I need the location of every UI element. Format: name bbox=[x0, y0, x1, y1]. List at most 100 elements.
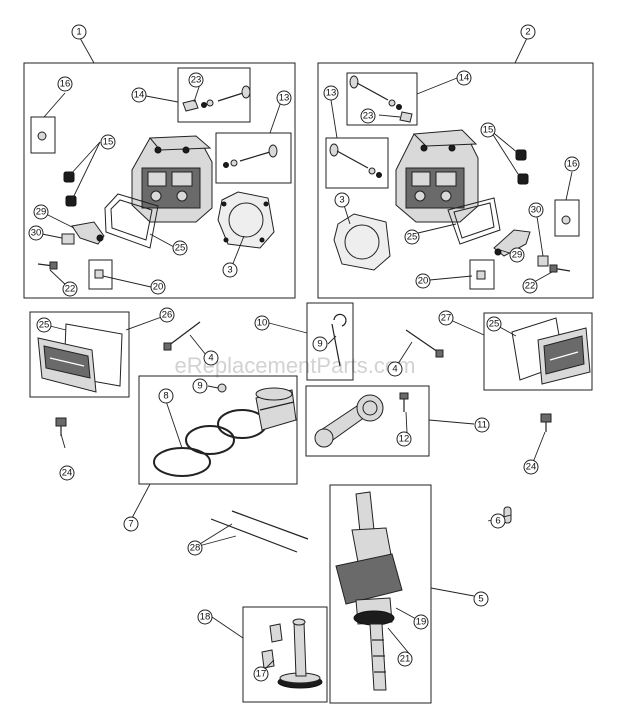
cylinder-head-left bbox=[131, 135, 213, 223]
callout-15b: 15 bbox=[480, 122, 496, 138]
callout-19: 19 bbox=[413, 614, 429, 630]
svg-text:22: 22 bbox=[65, 284, 76, 295]
svg-text:28: 28 bbox=[190, 543, 201, 554]
svg-text:9: 9 bbox=[317, 339, 322, 350]
part-16-right-frame bbox=[554, 199, 580, 237]
callout-3b: 3 bbox=[334, 192, 350, 208]
valve-subgroup-13-left-frame bbox=[215, 132, 292, 184]
part-10-pin bbox=[331, 313, 347, 367]
valve-parts-14-left bbox=[182, 85, 251, 112]
svg-text:14: 14 bbox=[459, 73, 470, 84]
bolt-4-left bbox=[163, 321, 201, 351]
valve-parts-13-left bbox=[223, 144, 278, 168]
callout-14: 14 bbox=[131, 87, 147, 103]
svg-text:29: 29 bbox=[36, 207, 47, 218]
svg-text:30: 30 bbox=[531, 205, 542, 216]
camshaft-group-frame bbox=[242, 606, 328, 703]
svg-text:23: 23 bbox=[191, 75, 202, 86]
rocker-arm-29-right bbox=[493, 229, 531, 257]
pivot-30-left bbox=[61, 233, 75, 245]
callout-20b: 20 bbox=[415, 273, 431, 289]
svg-text:27: 27 bbox=[441, 313, 452, 324]
svg-text:22: 22 bbox=[525, 281, 536, 292]
svg-text:4: 4 bbox=[208, 353, 213, 364]
callout-12: 12 bbox=[396, 431, 412, 447]
callout-29: 29 bbox=[33, 204, 49, 220]
svg-text:9: 9 bbox=[197, 381, 202, 392]
stud-22-left bbox=[37, 261, 58, 270]
cylinder-head-right bbox=[395, 129, 479, 223]
svg-text:4: 4 bbox=[392, 364, 397, 375]
valve-parts-13-right bbox=[329, 143, 382, 178]
connecting-rod-11 bbox=[314, 392, 409, 448]
svg-text:11: 11 bbox=[477, 420, 487, 431]
rocker-arm-29-left bbox=[71, 221, 105, 245]
svg-text:8: 8 bbox=[163, 391, 168, 402]
part-16-left-frame bbox=[30, 116, 56, 154]
svg-text:17: 17 bbox=[256, 669, 267, 680]
piston-rings-8 bbox=[153, 409, 267, 477]
svg-text:20: 20 bbox=[153, 282, 164, 293]
svg-text:14: 14 bbox=[134, 90, 145, 101]
camshaft-18 bbox=[261, 618, 323, 689]
callout-16: 16 bbox=[57, 76, 73, 92]
svg-text:26: 26 bbox=[162, 310, 173, 321]
callout-4: 4 bbox=[203, 350, 219, 366]
svg-text:25: 25 bbox=[489, 319, 500, 330]
part-20-left-frame bbox=[88, 259, 113, 290]
callout-14b: 14 bbox=[456, 70, 472, 86]
pivot-30-right bbox=[537, 255, 549, 267]
part-20-right-frame bbox=[469, 259, 495, 290]
callout-9b: 9 bbox=[312, 336, 328, 352]
callout-9: 9 bbox=[192, 378, 208, 394]
valve-subgroup-14-right-frame bbox=[346, 72, 418, 126]
callout-10: 10 bbox=[254, 315, 270, 331]
valve-subgroup-14-left-frame bbox=[177, 67, 251, 123]
valve-parts-14-right bbox=[349, 75, 413, 123]
callout-1: 1 bbox=[71, 24, 87, 40]
svg-text:24: 24 bbox=[526, 462, 537, 473]
nut-20-left bbox=[94, 269, 104, 279]
callout-4b: 4 bbox=[387, 361, 403, 377]
callout-11: 11 bbox=[474, 417, 490, 433]
svg-text:29: 29 bbox=[512, 250, 523, 261]
part-10-frame bbox=[306, 302, 354, 381]
callout-25c: 25 bbox=[36, 317, 52, 333]
callout-23b: 23 bbox=[360, 108, 376, 124]
crankshaft-5 bbox=[335, 491, 403, 691]
svg-text:18: 18 bbox=[200, 612, 211, 623]
spring-15-right bbox=[515, 149, 529, 185]
callout-25b: 25 bbox=[404, 229, 420, 245]
callout-5: 5 bbox=[473, 591, 489, 607]
head-gasket-left bbox=[217, 191, 275, 249]
rocker-cover-right-frame bbox=[483, 312, 593, 391]
spring-15-left bbox=[63, 171, 77, 207]
svg-text:16: 16 bbox=[567, 159, 578, 170]
crankshaft-group-frame bbox=[329, 484, 432, 704]
svg-text:3: 3 bbox=[339, 195, 344, 206]
callout-22: 22 bbox=[62, 281, 78, 297]
valve-subgroup-13-right-frame bbox=[325, 137, 389, 189]
svg-text:21: 21 bbox=[400, 654, 411, 665]
connecting-rod-group-frame bbox=[305, 385, 430, 457]
svg-text:23: 23 bbox=[363, 111, 374, 122]
nut-20-right bbox=[476, 270, 486, 280]
svg-text:16: 16 bbox=[60, 79, 71, 90]
svg-text:6: 6 bbox=[495, 516, 500, 527]
rocker-cover-gasket-right bbox=[447, 197, 501, 245]
svg-text:20: 20 bbox=[418, 276, 429, 287]
cylinder-head-group-2-frame bbox=[317, 62, 594, 299]
callout-29b: 29 bbox=[509, 247, 525, 263]
callout-25d: 25 bbox=[486, 316, 502, 332]
callout-23: 23 bbox=[188, 72, 204, 88]
svg-text:25: 25 bbox=[175, 243, 186, 254]
svg-text:30: 30 bbox=[31, 228, 42, 239]
rocker-cover-right bbox=[511, 317, 591, 385]
callout-6: 6 bbox=[490, 513, 506, 529]
callout-28: 28 bbox=[187, 540, 203, 556]
callout-25: 25 bbox=[172, 240, 188, 256]
bolt-24-left bbox=[55, 417, 67, 436]
callout-27: 27 bbox=[438, 310, 454, 326]
svg-text:13: 13 bbox=[326, 88, 337, 99]
